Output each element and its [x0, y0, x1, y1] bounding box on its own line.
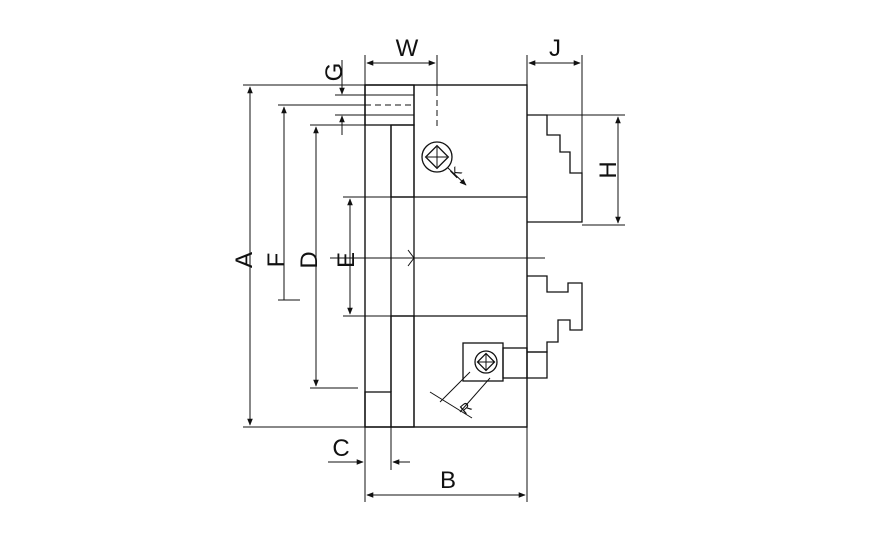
- r-dim: [429, 391, 473, 419]
- label-g: G: [321, 63, 348, 82]
- label-a: A: [231, 252, 258, 268]
- dim-c: [328, 427, 410, 470]
- dim-d: [310, 124, 365, 389]
- label-w: W: [396, 35, 419, 62]
- label-c: C: [332, 435, 349, 462]
- k-leader: [447, 167, 467, 186]
- dim-g: [335, 60, 365, 135]
- label-f: F: [263, 253, 290, 268]
- dim-f: [278, 104, 365, 301]
- dim-w: [364, 55, 438, 90]
- label-h: H: [595, 161, 622, 178]
- label-d: D: [296, 251, 323, 268]
- key-screw-top: [421, 141, 453, 173]
- bottom-jaw: [527, 275, 583, 353]
- chuck-body: [330, 84, 545, 428]
- label-e: E: [333, 252, 360, 268]
- dim-j: [526, 55, 583, 173]
- top-jaw: [527, 114, 583, 223]
- dim-b: [364, 427, 528, 502]
- adjusting-screw-bottom: [462, 342, 548, 382]
- r-leader-2: [459, 377, 491, 413]
- dim-a: [243, 84, 365, 428]
- dim-h: [547, 114, 625, 226]
- dim-e: [343, 196, 391, 317]
- label-j: J: [549, 35, 561, 62]
- label-b: B: [440, 467, 456, 494]
- r-leader-1: [439, 371, 471, 403]
